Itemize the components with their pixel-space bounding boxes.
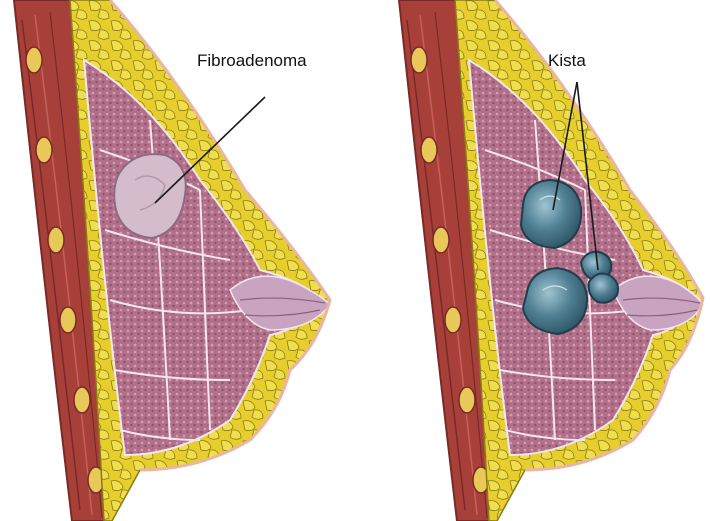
fibroadenoma-illustration: [0, 0, 355, 521]
cyst-small-lower: [589, 274, 618, 303]
cyst-illustration: [355, 0, 710, 521]
cyst-large-upper: [521, 180, 581, 248]
cyst-label: Kista: [548, 51, 586, 71]
cyst-diagram: Kista: [355, 0, 710, 521]
fibroadenoma-diagram: Fibroadenoma: [0, 0, 355, 521]
cyst-large-lower: [523, 268, 587, 334]
fibroadenoma-label: Fibroadenoma: [197, 51, 307, 71]
